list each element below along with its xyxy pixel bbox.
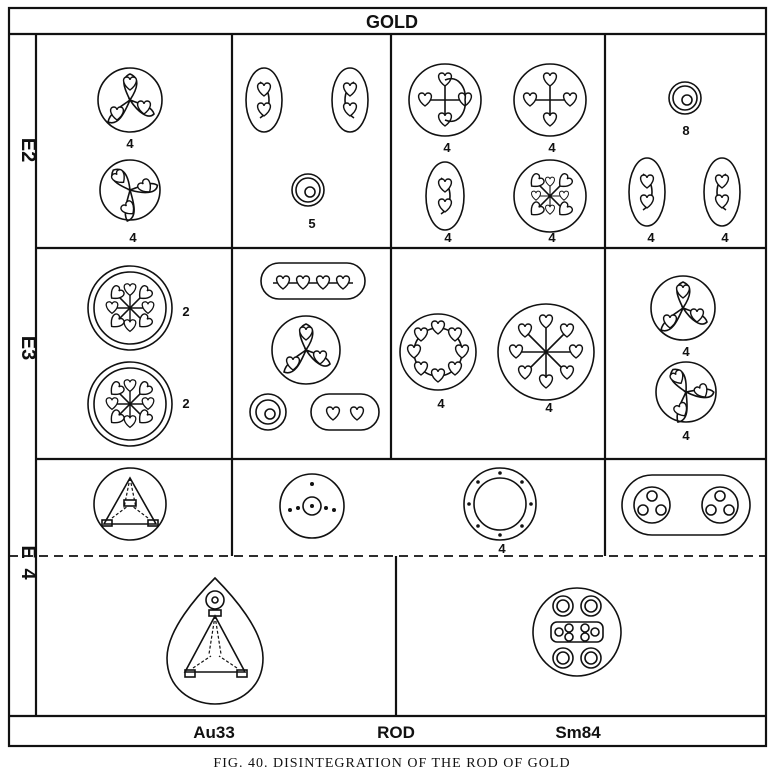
e3-col1-group-a [87,265,173,351]
au33-pear [166,576,264,705]
count-label: 4 [437,396,445,411]
e2-col1-group-b [96,155,163,222]
e3-col2-tri [271,315,341,385]
count-label: 4 [682,428,690,443]
label-rod: ROD [377,723,415,742]
e3-col3-star-group [497,303,595,401]
count-label: 2 [182,304,189,319]
e3-col3-ring-group [399,313,477,391]
e2-col1-group-a [97,67,163,133]
count-label: 5 [308,216,315,231]
e2-col3-group-c [425,161,465,231]
label-au33: Au33 [193,723,235,742]
e4-col3-ring [463,467,537,541]
row-label-e3: E3 [17,336,39,360]
count-label: 8 [682,123,689,138]
e2-col2-oval-b [331,67,369,133]
count-label: 4 [129,230,137,245]
e2-col4-oval-a [628,157,666,227]
e3-col1-group-b [87,361,173,447]
title-gold: GOLD [366,12,418,32]
label-sm84: Sm84 [555,723,601,742]
e3-col2-ring [249,393,287,431]
row-label-e4-bottom: 4 [17,568,39,580]
e2-col3-group-a [408,63,482,137]
count-label: 2 [182,396,189,411]
e2-col3-group-b [513,63,587,137]
e3-col2-pill-small [310,393,380,431]
count-label: 4 [498,541,506,556]
outer-frame [7,6,768,748]
row-label-e2: E2 [17,138,39,162]
figure-caption: FIG. 40. DISINTEGRATION OF THE ROD OF GO… [213,756,570,771]
count-label: 4 [545,400,553,415]
e3-col4-tri-a [650,275,716,341]
count-label: 4 [548,140,556,155]
count-label: 4 [444,230,452,245]
count-label: 4 [126,136,134,151]
count-label: 4 [682,344,690,359]
count-label: 4 [721,230,729,245]
e2-col3-group-d [513,158,588,233]
count-label: 4 [443,140,451,155]
e2-col2-ring [291,173,325,207]
e2-col4-ring [668,81,702,115]
sm84-disc [532,587,622,677]
e2-col2-oval-a [245,67,283,133]
count-label: 4 [647,230,655,245]
count-label: 4 [548,230,556,245]
e4-col2-dots [279,473,345,539]
e4-col1-triangle [93,467,167,541]
e4-col4-capsule [621,474,751,536]
e3-col4-tri-b [654,357,718,422]
e3-col2-pill [260,262,366,300]
e2-col4-oval-b [703,157,741,227]
row-label-e4-top: E [17,545,39,558]
